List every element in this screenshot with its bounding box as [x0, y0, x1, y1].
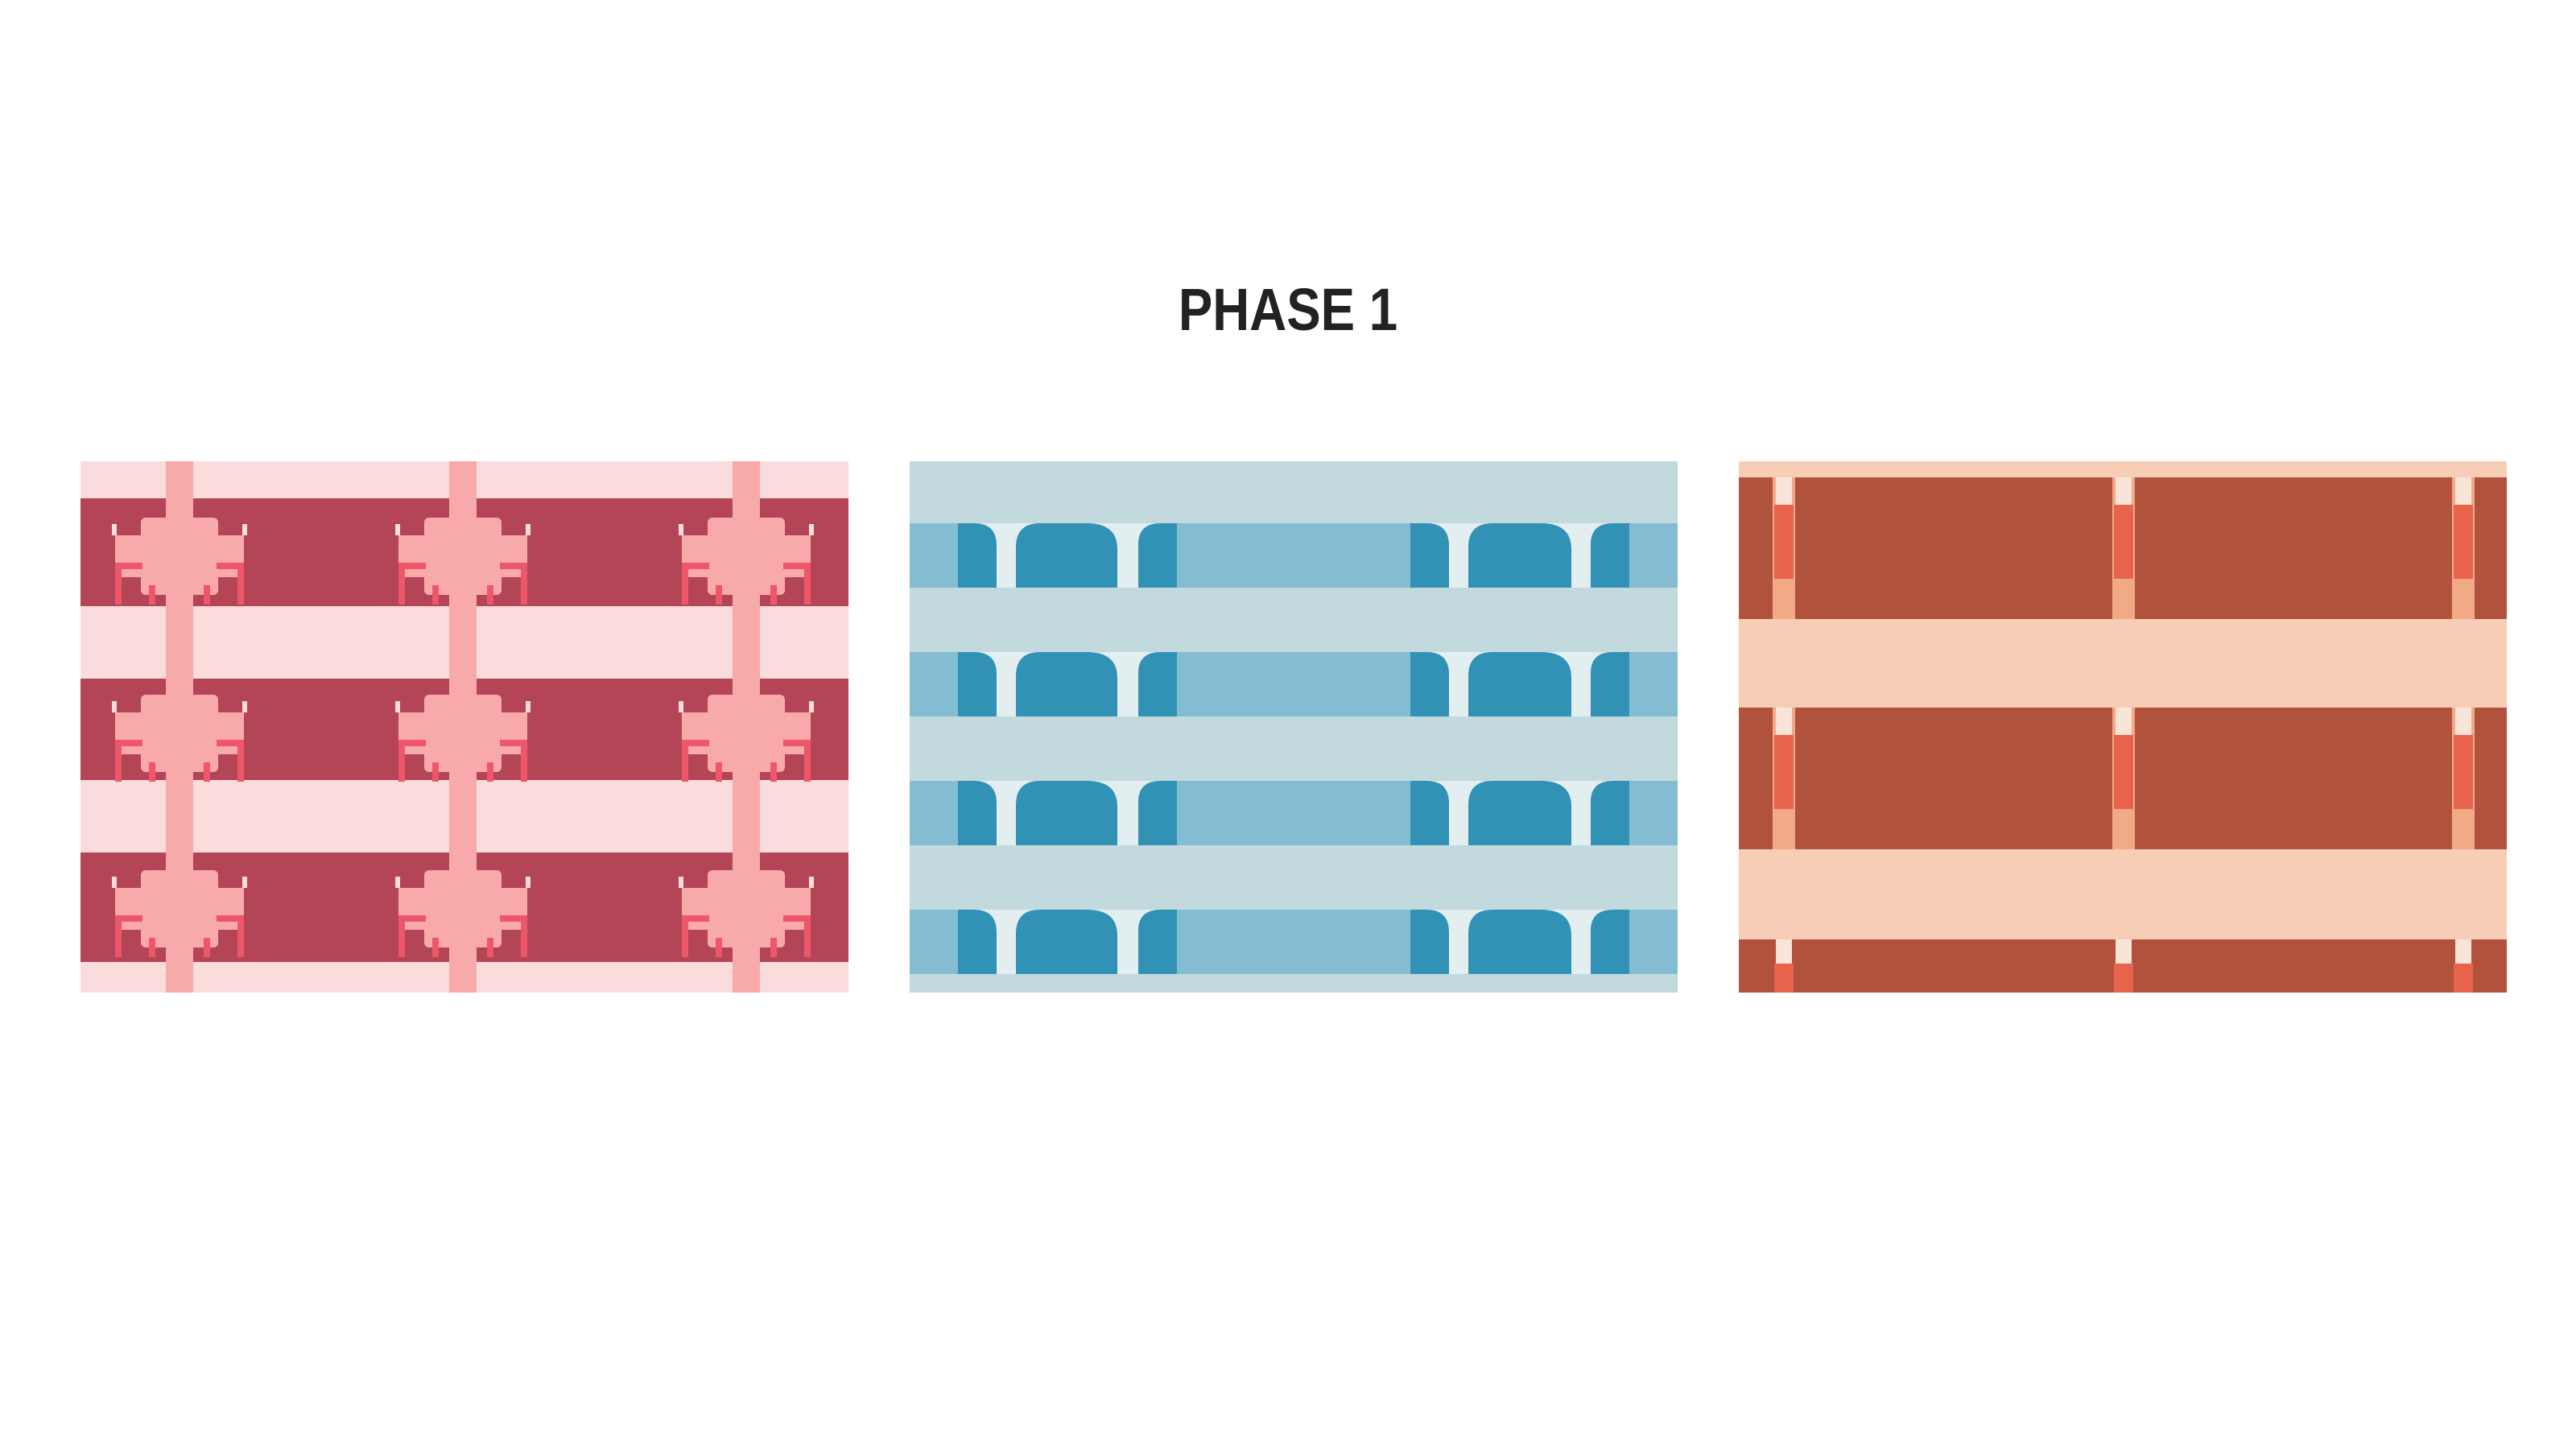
brick-posts-row-3	[1774, 939, 2473, 993]
blue-arch-row-3	[910, 781, 1678, 845]
pink-pattern-svg	[80, 461, 848, 993]
brick-pattern-svg	[1739, 461, 2507, 993]
blue-pattern-svg	[910, 461, 1678, 993]
pink-cross-grid-panel	[80, 461, 848, 993]
brick-rows-panel	[1739, 461, 2507, 993]
pink-cross-nodes	[112, 518, 814, 957]
blue-arched-rows-panel	[910, 461, 1678, 993]
blue-arch-row-1	[910, 523, 1678, 588]
phase-title: PHASE 1	[1178, 276, 1398, 343]
blue-arch-row-4	[910, 910, 1678, 974]
blue-arch-row-2	[910, 652, 1678, 716]
